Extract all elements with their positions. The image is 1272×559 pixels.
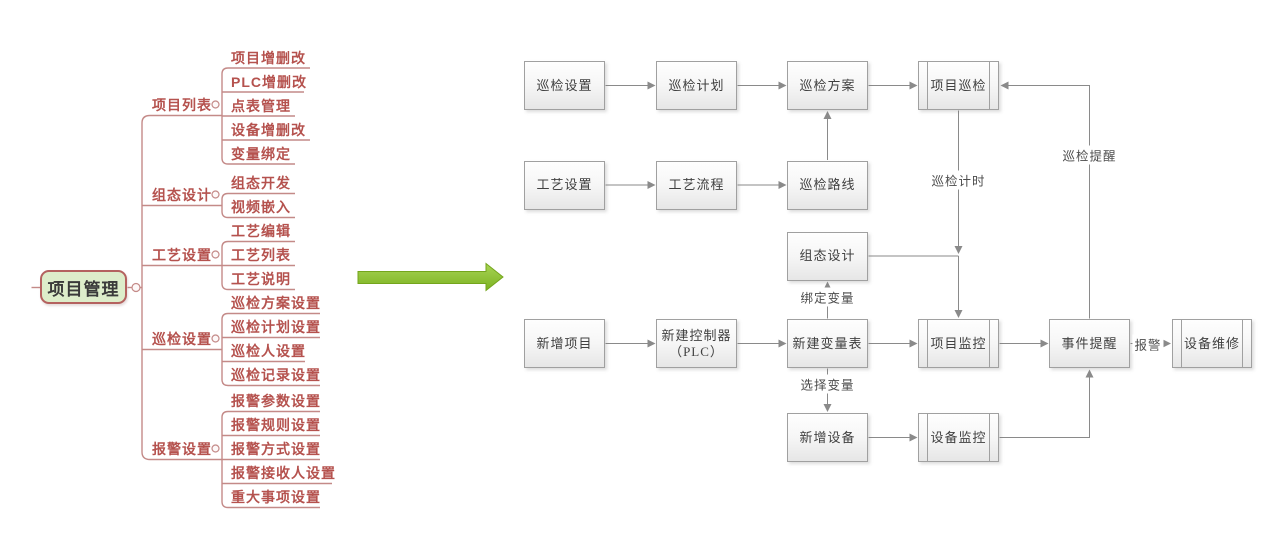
flow-node-label: 巡检路线 bbox=[799, 177, 856, 192]
mindmap-toggle-icons bbox=[131, 100, 220, 453]
flow-node-label: 新增项目 bbox=[536, 335, 593, 351]
flow-node-label: 项目监控 bbox=[930, 335, 987, 351]
flow-node-device-repair: 设备维修 bbox=[1172, 319, 1252, 368]
flow-node-device-monitor: 设备监控 bbox=[918, 413, 999, 462]
mindmap-child-label: 巡检方案设置 bbox=[231, 295, 321, 311]
flow-node-inspection-scheme: 巡检方案 bbox=[787, 61, 868, 110]
edge-label-inspection-timing: 巡检计时 bbox=[929, 170, 988, 190]
flow-node-label: 巡检方案 bbox=[799, 77, 856, 93]
mindmap-child-label: 巡检计划设置 bbox=[231, 319, 321, 335]
edge bbox=[1000, 81, 1090, 319]
mindmap-child-label: 巡检记录设置 bbox=[231, 367, 321, 383]
mindmap-child-label: 视频嵌入 bbox=[231, 199, 291, 215]
mindmap-child-label: 重大事项设置 bbox=[231, 489, 321, 505]
flow-node-config-design: 组态设计 bbox=[787, 231, 868, 281]
flow-node-label: 设备监控 bbox=[930, 429, 987, 445]
flow-node-inspection-settings: 巡检设置 bbox=[524, 61, 605, 110]
mindmap-child-label: 报警规则设置 bbox=[231, 417, 321, 433]
mindmap-child-label: 报警接收人设置 bbox=[231, 465, 336, 481]
mindmap-child-label: 巡检人设置 bbox=[231, 343, 306, 359]
mindmap-child-label: 工艺编辑 bbox=[231, 223, 291, 239]
node-toggle-icon bbox=[211, 100, 220, 109]
mindmap-branch-config-design: 组态设计 bbox=[152, 186, 212, 203]
mindmap-branch-project-list: 项目列表 bbox=[152, 96, 212, 113]
flow-node-inspection-route: 巡检路线 bbox=[787, 160, 868, 210]
children-bracket bbox=[221, 192, 295, 219]
mindmap-child-label: 变量绑定 bbox=[231, 145, 291, 162]
edge bbox=[999, 369, 1094, 438]
flowchart-edges bbox=[605, 81, 1171, 442]
flow-node-new-device: 新增设备 bbox=[787, 413, 868, 462]
edge-label-bind-variable: 绑定变量 bbox=[798, 287, 857, 307]
flow-node-inspection-plan: 巡检计划 bbox=[656, 61, 737, 110]
mindmap-child-label: 点表管理 bbox=[231, 97, 291, 114]
mindmap-child-label: 工艺说明 bbox=[231, 271, 291, 287]
flow-node-process-settings: 工艺设置 bbox=[524, 160, 605, 210]
node-toggle-icon bbox=[131, 282, 141, 293]
flow-node-project-inspection: 项目巡检 bbox=[918, 61, 999, 110]
edge-label-inspection-reminder: 巡检提醒 bbox=[1060, 145, 1119, 165]
mindmap-branch-inspection-settings: 巡检设置 bbox=[152, 330, 212, 347]
node-toggle-icon bbox=[211, 334, 220, 343]
node-toggle-icon bbox=[211, 444, 220, 453]
flow-node-new-variable-table: 新建变量表 bbox=[787, 319, 868, 368]
edge-label-alarm: 报警 bbox=[1132, 334, 1164, 354]
flow-node-label: 组态设计 bbox=[799, 248, 856, 263]
mindmap-child-label: PLC增删改 bbox=[231, 73, 307, 90]
flow-node-label: 新建控制器 bbox=[661, 327, 732, 343]
mindmap-child-label: 组态开发 bbox=[231, 175, 291, 191]
flow-node-event-reminder: 事件提醒 bbox=[1049, 319, 1130, 368]
mindmap-branch-alarm-settings: 报警设置 bbox=[152, 440, 212, 457]
flow-node-label: 新增设备 bbox=[799, 429, 856, 445]
flow-node-process-flow: 工艺流程 bbox=[656, 160, 737, 210]
mindmap-child-label: 报警参数设置 bbox=[231, 393, 321, 409]
flow-node-label: 设备维修 bbox=[1183, 335, 1240, 351]
flow-node-new-controller-plc: 新建控制器（PLC） bbox=[656, 319, 737, 368]
mindmap-child-label: 报警方式设置 bbox=[231, 441, 321, 457]
mindmap-root: 项目管理 bbox=[40, 270, 127, 304]
mindmap-child-label: 设备增删改 bbox=[231, 121, 306, 138]
transform-arrow-icon bbox=[357, 262, 504, 292]
flow-node-new-project: 新增项目 bbox=[524, 319, 605, 368]
children-bracket bbox=[221, 312, 320, 387]
flow-node-label: 项目巡检 bbox=[930, 77, 987, 93]
mindmap-child-label: 工艺列表 bbox=[231, 247, 291, 263]
edge-label-select-variable: 选择变量 bbox=[798, 374, 857, 394]
mindmap-branch-process-settings: 工艺设置 bbox=[152, 246, 212, 263]
node-toggle-icon bbox=[211, 190, 220, 199]
flow-node-label: 工艺设置 bbox=[536, 177, 593, 192]
flow-node-label: 工艺流程 bbox=[668, 177, 725, 192]
node-toggle-icon bbox=[211, 250, 220, 259]
mindmap-connectors bbox=[31, 67, 332, 509]
flow-node-label: 事件提醒 bbox=[1061, 335, 1118, 351]
flow-node-label: 新建变量表 bbox=[792, 335, 863, 351]
flow-node-project-monitor: 项目监控 bbox=[918, 319, 999, 368]
mindmap-child-label: 项目增删改 bbox=[231, 49, 306, 66]
flow-node-label-line2: （PLC） bbox=[669, 343, 724, 359]
flow-node-label: 巡检计划 bbox=[668, 77, 725, 93]
flow-node-label: 巡检设置 bbox=[536, 77, 593, 93]
mindmap-trunk bbox=[141, 114, 222, 461]
